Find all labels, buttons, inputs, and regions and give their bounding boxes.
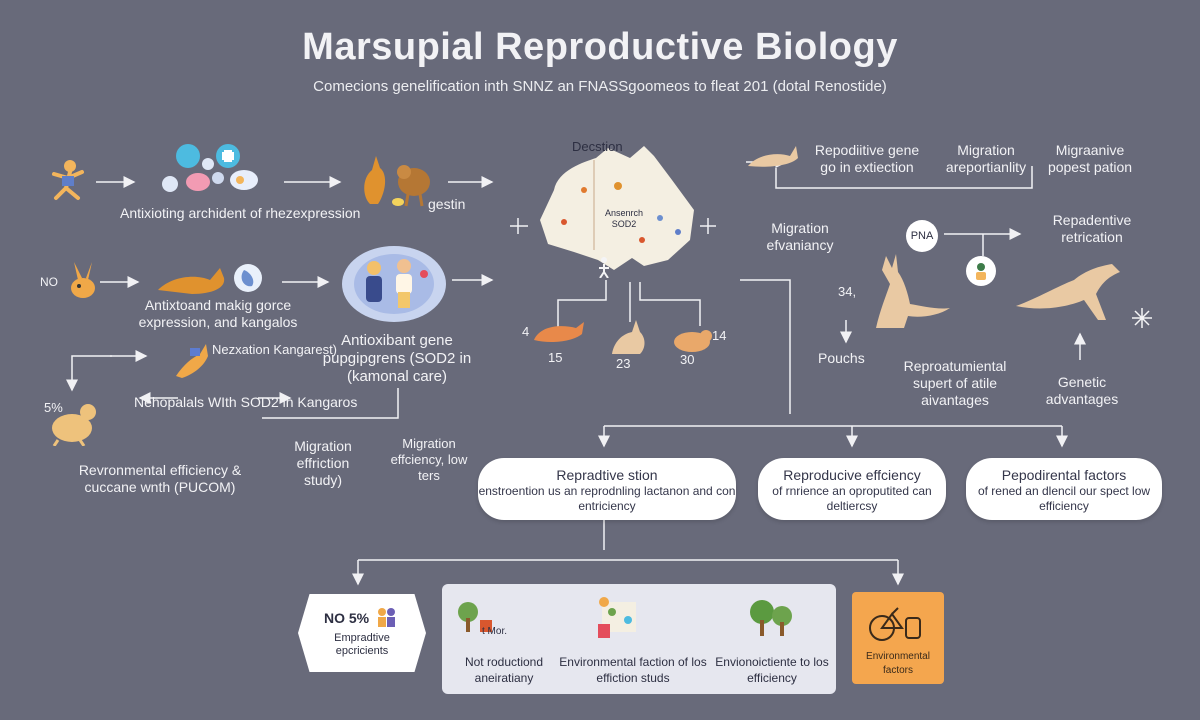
- parents-bubble-icon: [340, 244, 448, 329]
- reproductive-support-label: Reproatumiental supert of atile aivantag…: [903, 358, 1007, 408]
- map-right-number: 14: [712, 328, 727, 343]
- hex-sub-label: Empradtive epcricients: [334, 632, 390, 657]
- pill-title: Repradtive stion: [556, 467, 658, 483]
- row3-number: 5%: [44, 400, 63, 415]
- rabbit-icon: [66, 260, 100, 305]
- row3-top-label: Nezxation Kangarest): [212, 342, 338, 357]
- genetic-advantages-label: Genetic advantages: [1045, 374, 1119, 407]
- right-number-34: 34,: [838, 284, 857, 299]
- lying-animal-icon: [744, 140, 800, 175]
- leaping-kangaroo-icon: [1014, 262, 1132, 327]
- row2-label: Antixtoand makig gorce expression, and k…: [138, 297, 298, 330]
- standing-kangaroo-icon: [856, 250, 952, 335]
- pill-subtitle: of rened an dlencil our spect low effici…: [977, 484, 1151, 513]
- orange-card: Environmental factors: [852, 592, 944, 684]
- row1-label: Antixioting archident of rhezexpression: [120, 205, 361, 221]
- pill-reproductive-station: Repradtive stion enstroention us an repr…: [478, 458, 736, 520]
- small-kangaroo-icon: [172, 340, 212, 385]
- pill-title: Reproducive effciency: [783, 467, 921, 483]
- bottom-panel: t Mor. Not roductiond aneiratiany Enviro…: [442, 584, 836, 694]
- bottom-left-label: Revronmental efficiency & cuccane wnth (…: [78, 462, 242, 495]
- pill-reproductive-efficiency: Reproducive effciency of rnrience an opr…: [758, 458, 946, 520]
- running-figure-icon: [48, 158, 90, 209]
- page-subtitle: Comecions genelification inth SNNZ an FN…: [313, 78, 887, 95]
- tree-house-icon: [456, 600, 496, 641]
- animal-tan-icon: [672, 326, 714, 359]
- molecule-cluster-icon: [160, 142, 270, 203]
- map-inner-label: Ansenrch SOD2: [604, 208, 644, 229]
- bottom-item-2: Environmental faction of los effiction s…: [559, 655, 707, 685]
- lying-kangaroo-icon: [152, 256, 264, 305]
- people-icon: [374, 606, 398, 633]
- bicycle-icon: [868, 604, 928, 649]
- kangaroo-group-icon: [352, 148, 438, 215]
- animal-orange-icon: [530, 316, 586, 351]
- antioxidant-gene-label: Antioxibant gene pupgipgrens (SOD2 in (k…: [322, 332, 472, 385]
- row3-label: Nehopalals WIth SOD2 in Kangaros: [134, 394, 358, 410]
- map-top-label: Decstion: [572, 139, 623, 154]
- map-number-2: 23: [616, 356, 631, 371]
- bottom-item-3: Envionoictiente to los efficiency: [715, 655, 829, 685]
- gestation-label: gestin: [428, 196, 466, 212]
- migration-label-1: Migration effriction study): [294, 438, 352, 488]
- repro-gene-label: Repodiitive gene go in extiection: [814, 142, 920, 175]
- bottom-item-1: Not roductiond aneiratiany: [464, 655, 544, 685]
- map-figure-icon: [596, 256, 612, 283]
- map-people-icon: [594, 596, 644, 647]
- migration-advantage-label: Migration efvaniancy: [766, 220, 834, 253]
- orange-card-label: Environmental factors: [866, 651, 930, 676]
- pna-label: PNA: [910, 230, 934, 242]
- repro-restriction-label: Repadentive retrication: [1052, 212, 1132, 245]
- hex-card: NO 5% Empradtive epcricients: [298, 594, 426, 672]
- pill-subtitle: enstroention us an reprodnling lactanon …: [478, 484, 736, 513]
- pill-title: Pepodirental factors: [1001, 467, 1127, 483]
- map-number-1: 15: [548, 350, 563, 365]
- bird-icon: [44, 396, 102, 451]
- migration-label-2: Migration effciency, low ters: [390, 436, 468, 483]
- row2-tag: NO: [40, 275, 58, 289]
- tree-tag: t Mor.: [482, 626, 508, 637]
- pill-subtitle: of rnrience an oproputited can deltiercs…: [772, 484, 932, 513]
- migration-importance-label: Migration areportianlity: [945, 142, 1027, 175]
- animal-kangaroo-small-icon: [606, 316, 652, 361]
- pill-environmental-factors: Pepodirental factors of rened an dlencil…: [966, 458, 1162, 520]
- person-badge-icon: [966, 256, 996, 286]
- pouches-label: Pouchs: [818, 350, 865, 366]
- migrative-population-label: Migraanive popest pation: [1047, 142, 1133, 175]
- sparkle-icon: [1130, 306, 1154, 335]
- pna-badge: PNA: [906, 220, 938, 252]
- page-title: Marsupial Reproductive Biology: [302, 26, 898, 68]
- australia-map: [534, 140, 704, 293]
- trees-icon: [746, 598, 796, 643]
- hex-top-label: NO 5%: [324, 610, 370, 626]
- map-left-number: 4: [522, 324, 530, 339]
- map-number-3: 30: [680, 352, 695, 367]
